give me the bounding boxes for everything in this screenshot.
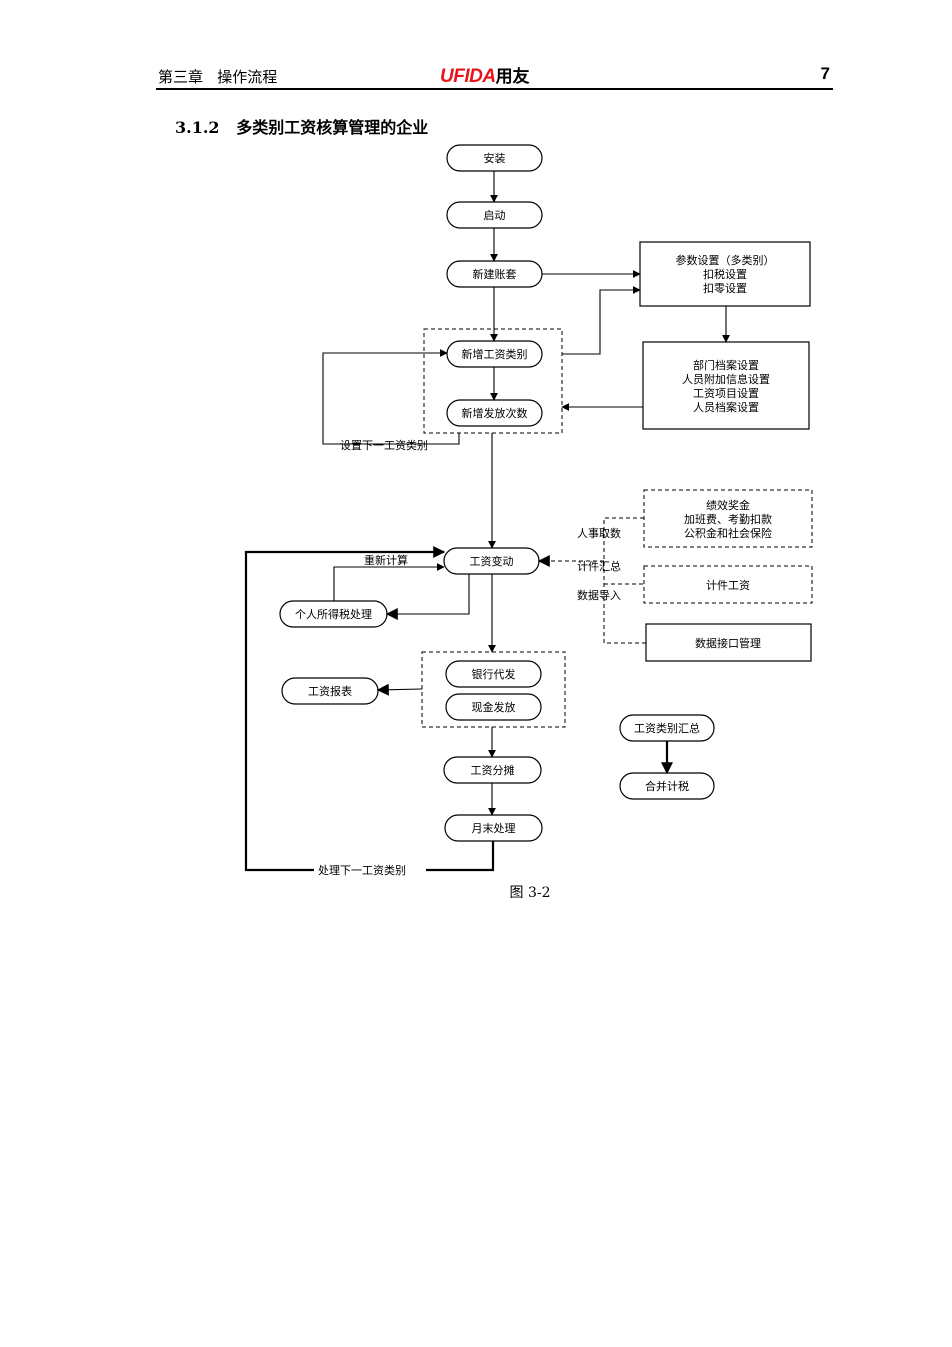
params-box — [639, 241, 811, 307]
income-tax-label: 个人所得税处理 — [295, 607, 372, 621]
data-interface-label: 数据接口管理 — [695, 636, 761, 650]
arrow-next-category-loop — [322, 349, 460, 445]
piece-summary-label: 计件汇总 — [577, 559, 621, 573]
bank-payment-label: 银行代发 — [472, 667, 516, 681]
piece-wage-label: 计件工资 — [706, 579, 750, 592]
params-line-2: 扣税设置 — [703, 267, 747, 281]
arrow-process-next-loop — [244, 546, 495, 872]
page-number: 7 — [820, 64, 830, 83]
archives-box — [642, 341, 810, 430]
arrow-change-tax — [385, 574, 470, 620]
ufida-logo: UFIDA用友 — [440, 62, 530, 88]
merge-tax-label: 合并计税 — [645, 779, 689, 793]
logo-brand: UFIDA — [440, 66, 496, 87]
link-hr-bracket — [603, 517, 646, 644]
new-wage-category-label: 新增工资类别 — [462, 347, 528, 361]
process-next-label-bg — [314, 862, 426, 878]
archives-line-3: 工资项目设置 — [693, 387, 759, 400]
next-category-setup-label: 设置下一工资类别 — [340, 438, 428, 452]
cash-payment-label: 现金发放 — [472, 700, 516, 714]
category-summary-label: 工资类别汇总 — [634, 721, 700, 735]
install-label: 安装 — [484, 151, 506, 165]
arrow-tax-recalculate — [333, 563, 445, 601]
archives-line-1: 部门档案设置 — [693, 358, 759, 372]
cash-payment-node — [445, 693, 542, 721]
bank-payment-node — [445, 660, 542, 688]
wage-change-label: 工资变动 — [470, 554, 514, 568]
hr-line-1: 绩效奖金 — [706, 498, 750, 512]
start-label: 启动 — [484, 209, 506, 222]
recalculate-label: 重新计算 — [364, 553, 408, 567]
hr-line-3: 公积金和社会保险 — [684, 526, 772, 540]
process-next-category-label: 处理下一工资类别 — [318, 863, 406, 877]
params-line-1: 参数设置（多类别） — [676, 253, 775, 267]
hr-fetch-label: 人事取数 — [577, 527, 621, 540]
month-end-label: 月末处理 — [472, 821, 516, 835]
section-title: 3.1.2 多类别工资核算管理的企业 — [175, 118, 429, 137]
params-line-3: 扣零设置 — [703, 281, 747, 295]
hr-line-2: 加班费、考勤扣款 — [684, 512, 772, 526]
data-interface-box — [645, 623, 812, 662]
new-payment-count-label: 新增发放次数 — [462, 406, 528, 420]
arrow-category-params — [562, 286, 641, 355]
header-rule — [156, 88, 833, 90]
category-group-box — [423, 328, 563, 434]
logo-cn: 用友 — [495, 67, 530, 86]
arrow-payment-report — [376, 683, 423, 696]
figure-caption: 图 3-2 — [509, 885, 551, 901]
wage-allocation-label: 工资分摊 — [471, 763, 515, 777]
archives-line-2: 人员附加信息设置 — [682, 372, 770, 386]
piece-wage-box — [643, 565, 813, 604]
chapter-title: 第三章 操作流程 — [158, 68, 278, 86]
archives-line-4: 人员档案设置 — [693, 400, 759, 414]
wage-report-label: 工资报表 — [308, 684, 352, 698]
data-import-label: 数据导入 — [577, 588, 621, 602]
new-account-label: 新建账套 — [473, 267, 517, 281]
